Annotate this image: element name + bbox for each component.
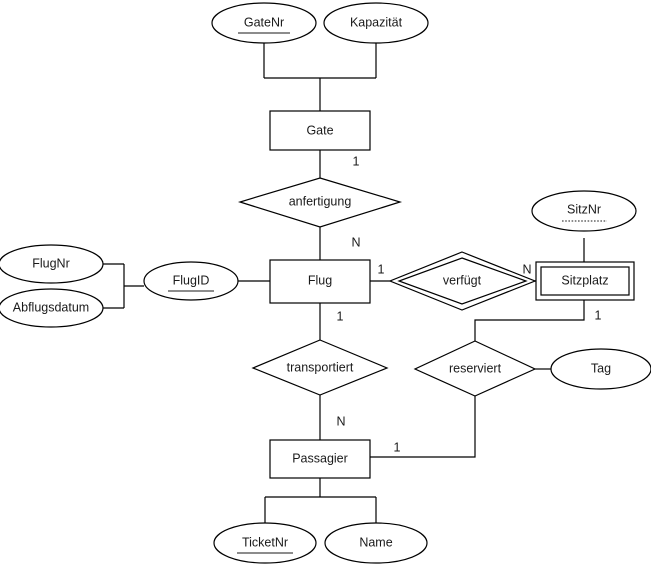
entity-passagier-box [269,439,371,479]
cardinality-verfuegt-sitzplatz: N [522,262,531,276]
cardinality-sitzplatz-reserviert: 1 [595,308,602,322]
attribute-abflugsdatum-label: Abflugsdatum [13,300,89,314]
entity-sitzplatz[interactable]: Sitzplatz [535,261,635,301]
attribute-flugnr[interactable]: FlugNr [0,244,104,284]
attribute-kapazitaet-ellipse [323,2,429,44]
attribute-abflugsdatum[interactable]: Abflugsdatum [0,288,104,328]
relationship-verfuegt[interactable]: verfügt [388,251,537,311]
attribute-flugnr-label: FlugNr [32,256,70,270]
relationship-anfertigung[interactable]: anfertigung [237,177,403,228]
entity-sitzplatz-box-outer [535,261,635,301]
attribute-ticketnr-label: TicketNr [242,535,288,549]
entity-sitzplatz-label: Sitzplatz [561,273,608,287]
attribute-abflugsdatum-ellipse [0,288,104,328]
attribute-sitznr-label: SitzNr [567,202,601,216]
entity-flug[interactable]: Flug [269,259,371,304]
entity-sitzplatz-box-inner [540,266,630,296]
cardinality-flug-verfuegt: 1 [378,262,385,276]
relationship-reserviert-label: reserviert [449,361,502,375]
entity-gate-label: Gate [306,123,333,137]
entity-passagier-label: Passagier [292,451,348,465]
relationship-anfertigung-diamond [237,177,403,228]
entity-flug-box [269,259,371,304]
attribute-sitznr[interactable]: SitzNr [531,190,637,232]
attribute-ticketnr[interactable]: TicketNr [213,522,317,564]
attribute-tag-ellipse [550,348,651,390]
relationship-transportiert-label: transportiert [287,360,354,374]
cardinality-transportiert-passagier: N [336,414,345,428]
attribute-tag-label: Tag [591,361,611,375]
relationship-reserviert-diamond [413,340,537,397]
cardinality-gate-anfertigung: 1 [353,154,360,168]
relationship-verfuegt-label: verfügt [443,273,482,287]
attribute-kapazitaet-label: Kapazität [350,15,403,29]
attribute-flugnr-ellipse [0,244,104,284]
relationship-verfuegt-diamond-outer [388,251,537,311]
attribute-gatenr-label: GateNr [244,15,284,29]
cardinality-flug-transportiert: 1 [337,309,344,323]
attribute-flugid-ellipse [143,261,239,301]
attribute-kapazitaet[interactable]: Kapazität [323,2,429,44]
entity-gate[interactable]: Gate [269,110,371,151]
attribute-name-label: Name [359,535,392,549]
attribute-name-ellipse [324,522,428,564]
cardinality-passagier-reserviert: 1 [394,440,401,454]
edge-sitzplatz-reserviert [474,300,585,341]
attribute-name[interactable]: Name [324,522,428,564]
relationship-reserviert[interactable]: reserviert [413,340,537,397]
entity-passagier[interactable]: Passagier [269,439,371,479]
attribute-tag[interactable]: Tag [550,348,651,390]
attribute-gatenr[interactable]: GateNr [211,2,317,44]
relationship-transportiert-diamond [251,339,389,396]
relationship-anfertigung-label: anfertigung [289,194,352,208]
edge-passagier-reserviert [370,396,476,458]
attribute-flugid-label: FlugID [173,273,210,287]
attribute-sitznr-ellipse [531,190,637,232]
relationship-verfuegt-diamond-inner [397,257,528,305]
entity-gate-box [269,110,371,151]
relationship-transportiert[interactable]: transportiert [251,339,389,396]
attribute-flugid[interactable]: FlugID [143,261,239,301]
entity-flug-label: Flug [308,273,332,287]
cardinality-anfertigung-flug: N [351,235,360,249]
